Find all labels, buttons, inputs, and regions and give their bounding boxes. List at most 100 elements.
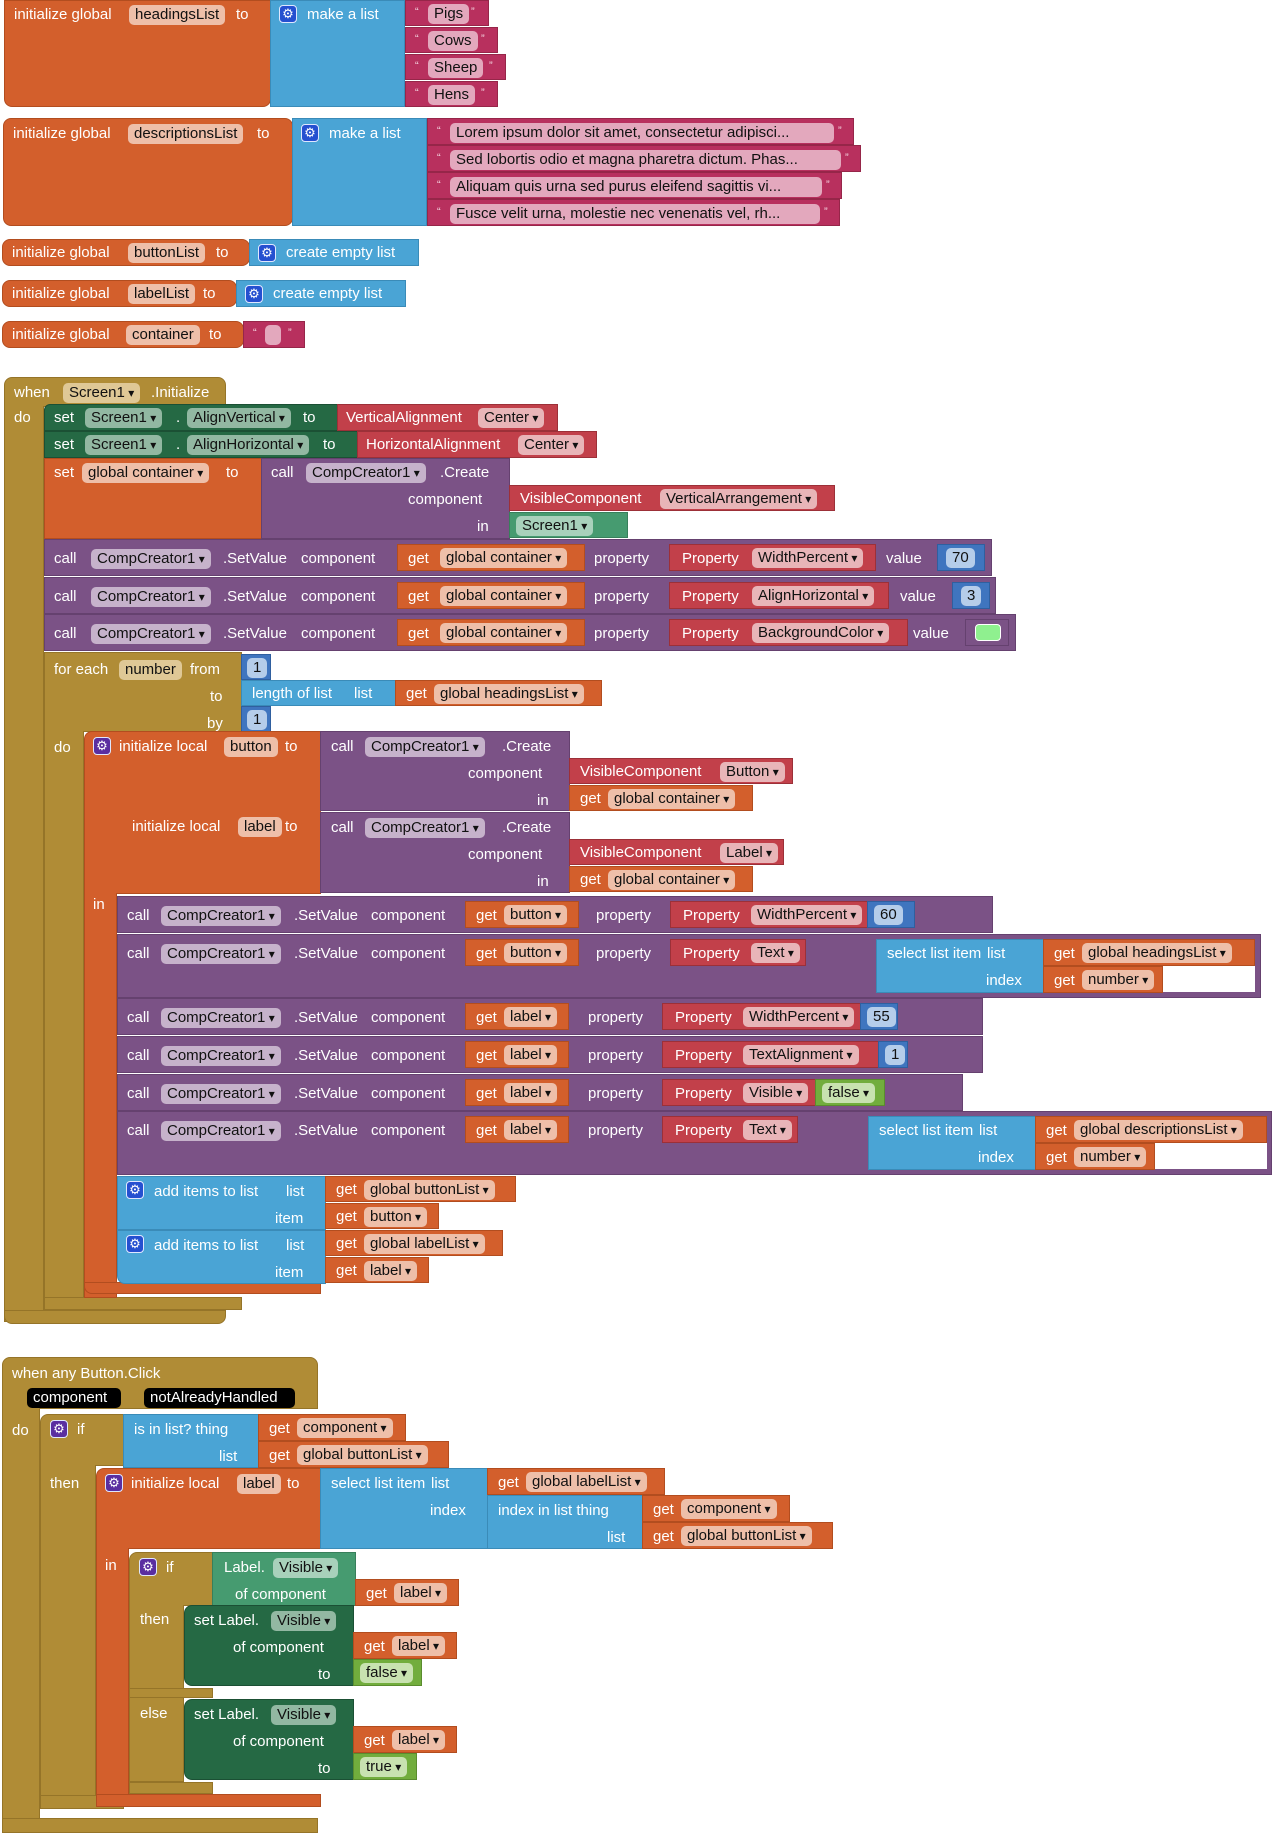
property-block[interactable]: Property BackgroundColor [669,619,908,646]
property-dropdown[interactable]: Text [743,1120,792,1140]
number-block[interactable]: 70 [937,544,985,571]
component-dropdown[interactable]: CompCreator1 [91,587,211,607]
number-block[interactable]: 55 [860,1003,898,1030]
text-value[interactable]: Sed lobortis odio et magna pharetra dict… [450,150,841,170]
make-a-list-block[interactable]: ⚙ make a list [270,0,405,107]
select-list-item-block[interactable]: select list item list index [320,1468,488,1549]
visible-component-block[interactable]: VisibleComponent Button [569,758,793,784]
init-global-container[interactable]: initialize global container to [2,321,244,348]
get-label[interactable]: get label [353,1726,457,1753]
text-value[interactable]: Pigs [428,4,470,24]
component-dropdown[interactable]: CompCreator1 [91,624,211,644]
event-any-button-click[interactable]: when any Button.Click component notAlrea… [2,1357,318,1409]
text-block[interactable]: “Hens” [405,81,498,107]
variable-dropdown[interactable]: global container [440,548,568,568]
text-block[interactable]: “” [243,321,305,348]
text-block[interactable]: “Cows” [405,27,498,53]
get-component[interactable]: get component [258,1414,406,1441]
variable-dropdown[interactable]: global descriptionsList [1074,1120,1243,1140]
boolean-dropdown[interactable]: false [360,1663,414,1683]
mutator-gear-icon[interactable]: ⚙ [279,5,297,23]
event-param-notAlreadyHandled[interactable]: notAlreadyHandled [144,1388,295,1408]
init-global-labelList[interactable]: initialize global labelList to [2,280,237,307]
variable-dropdown[interactable]: global buttonList [681,1526,812,1546]
boolean-true-block[interactable]: true [353,1753,417,1780]
number-value[interactable]: 1 [247,710,268,730]
component-dropdown[interactable]: CompCreator1 [161,1121,281,1141]
number-block[interactable]: 60 [867,901,915,928]
initialize-local-label-block[interactable]: ⚙ initialize local label to [96,1468,321,1549]
number-value[interactable]: 3 [961,586,982,606]
property-block[interactable]: Property AlignHorizontal [669,582,889,609]
event-param-component[interactable]: component [27,1388,121,1408]
make-a-list-block[interactable]: ⚙ make a list [292,118,427,226]
set-screen1-alignvertical[interactable]: set Screen1 . AlignVertical to [44,404,338,431]
get-global-buttonList[interactable]: get global buttonList [325,1176,516,1202]
global-name-field[interactable]: buttonList [128,243,206,263]
text-block[interactable]: “Pigs” [405,0,489,26]
number-value[interactable]: 60 [874,905,903,925]
mutator-gear-icon[interactable]: ⚙ [139,1558,157,1576]
property-dropdown[interactable]: BackgroundColor [752,623,890,643]
color-block[interactable] [965,619,1009,646]
variable-dropdown[interactable]: global container [608,789,736,809]
screen1-component-block[interactable]: Screen1 [509,512,628,538]
text-block[interactable]: “Fusce velit urna, molestie nec venenati… [427,199,840,226]
variable-dropdown[interactable]: global headingsList [434,684,584,704]
component-dropdown[interactable]: CompCreator1 [365,818,485,838]
component-dropdown[interactable]: CompCreator1 [161,906,281,926]
set-label-visible-else[interactable]: set Label. Visible of component to [184,1699,354,1780]
component-dropdown[interactable]: CompCreator1 [161,944,281,964]
variable-dropdown[interactable]: label [392,1636,446,1656]
get-label[interactable]: get label [353,1632,457,1659]
for-each-number-block[interactable]: for each number from to by [44,652,242,732]
property-dropdown[interactable]: WidthPercent [751,905,863,925]
variable-dropdown[interactable]: label [504,1045,558,1065]
get-global-container[interactable]: get global container [569,866,753,892]
text-value-empty[interactable] [265,325,281,345]
component-dropdown[interactable]: Screen1 [85,435,163,455]
mutator-gear-icon[interactable]: ⚙ [105,1474,123,1492]
component-dropdown[interactable]: CompCreator1 [91,549,211,569]
variable-dropdown[interactable]: global container [608,870,736,890]
create-empty-list-block[interactable]: ⚙ create empty list [249,239,419,266]
variable-dropdown[interactable]: global headingsList [1082,943,1232,963]
number-value[interactable]: 70 [946,548,975,568]
horizontal-alignment-block[interactable]: HorizontalAlignment Center [357,431,597,458]
variable-dropdown[interactable]: button [364,1207,428,1227]
variable-dropdown[interactable]: global container [440,586,568,606]
property-dropdown[interactable]: WidthPercent [752,548,864,568]
get-label[interactable]: get label [325,1257,429,1283]
get-component[interactable]: get component [642,1495,790,1522]
if-block[interactable]: ⚙ if [40,1414,124,1466]
local-variable-field[interactable]: button [224,737,278,757]
text-value[interactable]: Lorem ipsum dolor sit amet, consectetur … [450,123,834,143]
property-dropdown[interactable]: Visible [273,1558,339,1578]
variable-dropdown[interactable]: global buttonList [364,1180,495,1200]
compcreator-create-label[interactable]: call CompCreator1 .Create component in [320,812,570,893]
variable-dropdown[interactable]: label [504,1007,558,1027]
property-dropdown[interactable]: Text [751,943,800,963]
global-name-field[interactable]: headingsList [129,5,226,25]
set-screen1-alignhorizontal[interactable]: set Screen1 . AlignHorizontal to [44,431,358,458]
variable-dropdown[interactable]: number [1082,970,1155,990]
get-global-container[interactable]: get global container [569,785,753,811]
component-dropdown[interactable]: CompCreator1 [161,1008,281,1028]
add-items-to-list-block[interactable]: ⚙ add items to list list item [117,1176,326,1230]
text-value[interactable]: Fusce velit urna, molestie nec venenatis… [450,204,820,224]
variable-dropdown[interactable]: label [394,1583,448,1603]
number-block[interactable]: 3 [952,582,990,609]
compcreator-create-block[interactable]: call CompCreator1 .Create component in [261,458,510,539]
boolean-false-block[interactable]: false [353,1659,422,1686]
component-type-dropdown[interactable]: Button [720,762,785,782]
number-value[interactable]: 55 [867,1007,896,1027]
create-empty-list-block[interactable]: ⚙ create empty list [236,280,406,307]
inner-if-block[interactable]: ⚙ if [129,1552,213,1606]
